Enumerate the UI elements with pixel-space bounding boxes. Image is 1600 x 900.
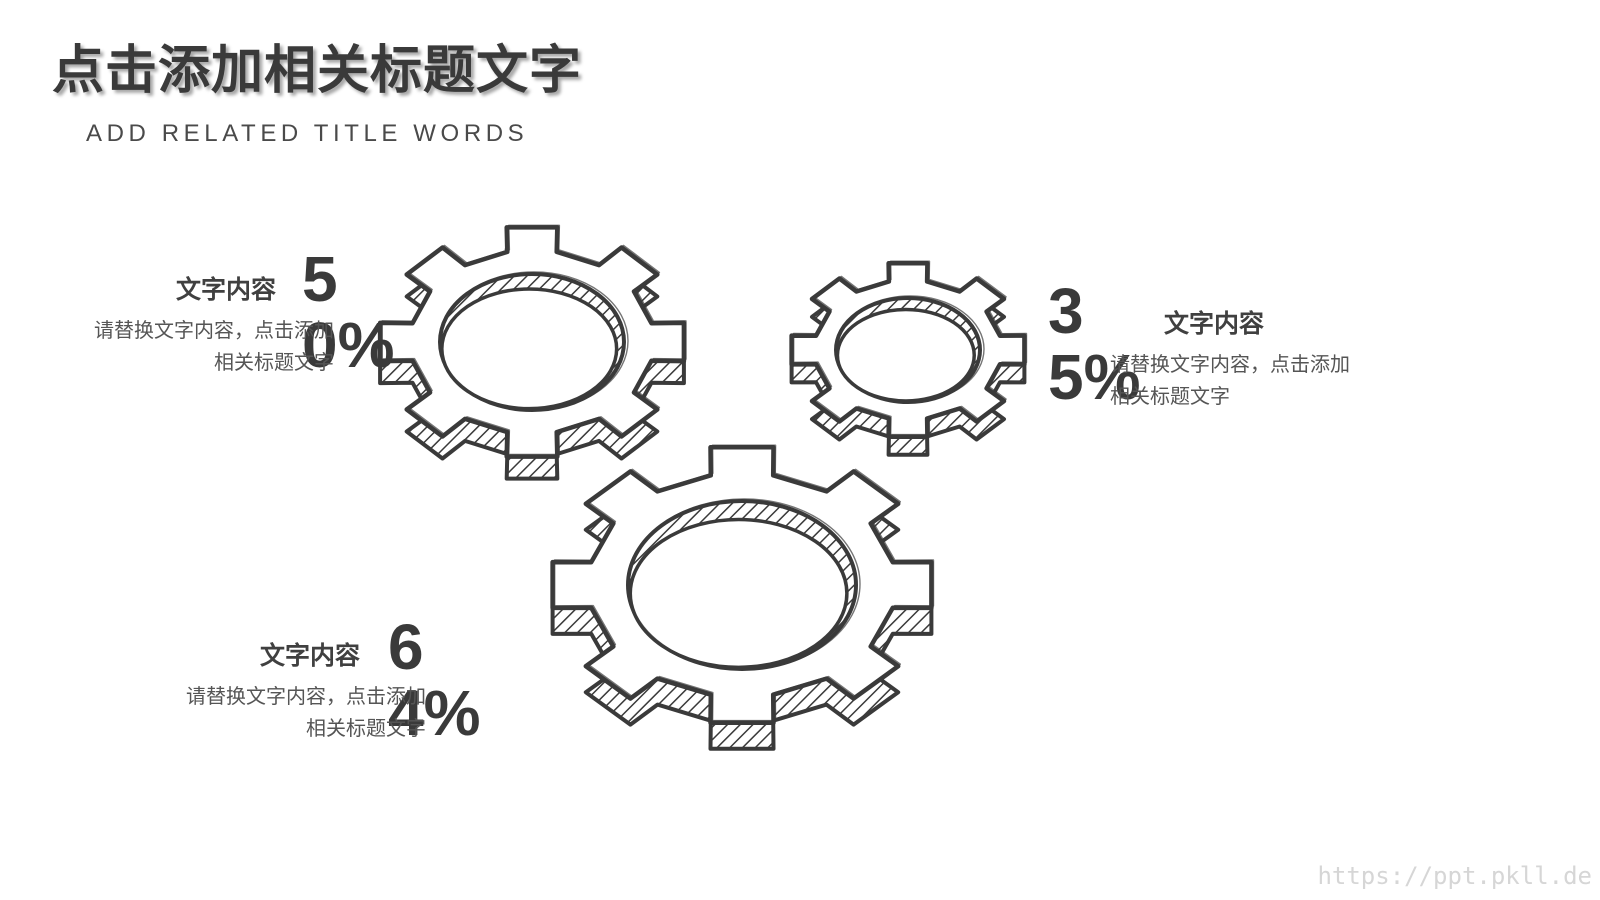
gear-icon <box>377 224 687 481</box>
block-heading: 文字内容 <box>1164 309 1265 338</box>
block-heading: 文字内容 <box>176 275 277 304</box>
block-description: 请替换文字内容，点击添加相关标题文字 <box>186 684 426 740</box>
page-subtitle: ADD RELATED TITLE WORDS <box>86 120 529 147</box>
watermark-url: https://ppt.pkll.de <box>1317 862 1592 890</box>
block-description: 请替换文字内容，点击添加相关标题文字 <box>1110 352 1350 408</box>
gear-icon <box>789 260 1028 457</box>
block-percentage: 50% <box>302 243 395 381</box>
block-percentage: 35% <box>1048 275 1141 413</box>
block-percentage: 64% <box>388 611 481 749</box>
page-title: 点击添加相关标题文字 <box>52 41 583 101</box>
block-heading: 文字内容 <box>260 641 361 670</box>
gear-icon <box>550 444 935 751</box>
block-description: 请替换文字内容，点击添加相关标题文字 <box>94 318 334 374</box>
